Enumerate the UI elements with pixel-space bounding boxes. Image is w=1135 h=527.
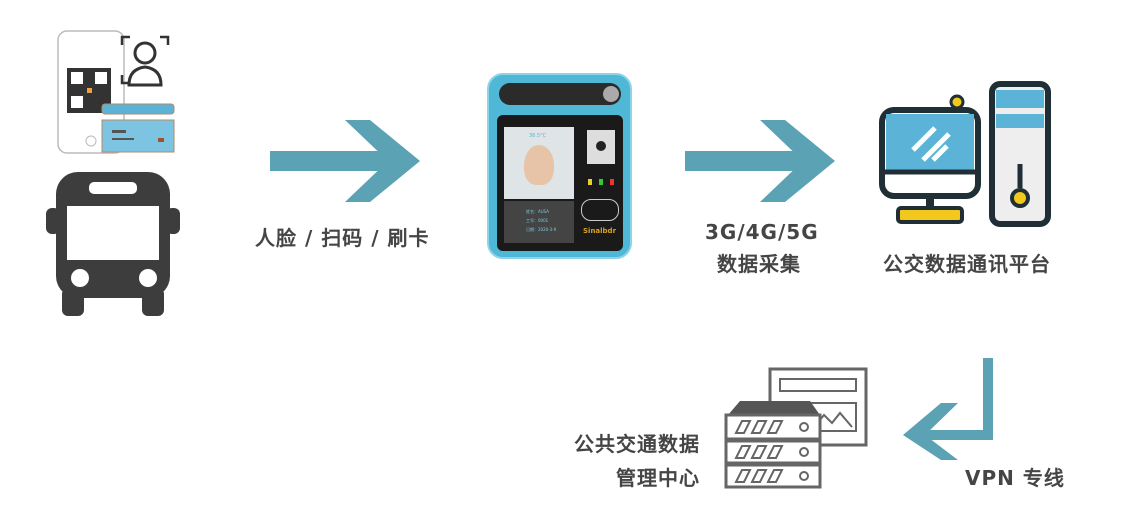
screen-field: 工号：0001 (526, 218, 549, 223)
arrow-right-icon (685, 120, 835, 202)
platform-label: 公交数据通讯平台 (883, 252, 1051, 276)
server-icon (724, 367, 868, 489)
computer-icon (879, 81, 1051, 227)
screen-field: 姓名：AUSA (526, 209, 550, 214)
screen-field: 日期：2020-3-9 (526, 227, 557, 232)
collection-label: 数据采集 (717, 252, 801, 276)
vpn-label: VPN 专线 (965, 466, 1065, 490)
face-recognition-icon (120, 35, 170, 87)
temperature-readout: 36.5°C (529, 133, 547, 139)
network-label: 3G/4G/5G (705, 220, 819, 244)
bus-icon (46, 172, 180, 316)
center-label-line1: 公共交通数据 (574, 432, 700, 456)
device-brand: Sinalbdr (583, 227, 617, 235)
face-terminal-device: 36.5°C 姓名：AUSA 工号：0001 日期：2020-3-9 Sinal… (487, 73, 632, 259)
arrow-down-left-icon (903, 358, 993, 460)
arrow-right-icon (270, 120, 420, 202)
input-methods-label: 人脸 / 扫码 / 刷卡 (255, 226, 430, 250)
phone-qr-icon (57, 30, 125, 154)
center-label-line2: 管理中心 (616, 466, 700, 490)
card-icon (101, 103, 175, 153)
